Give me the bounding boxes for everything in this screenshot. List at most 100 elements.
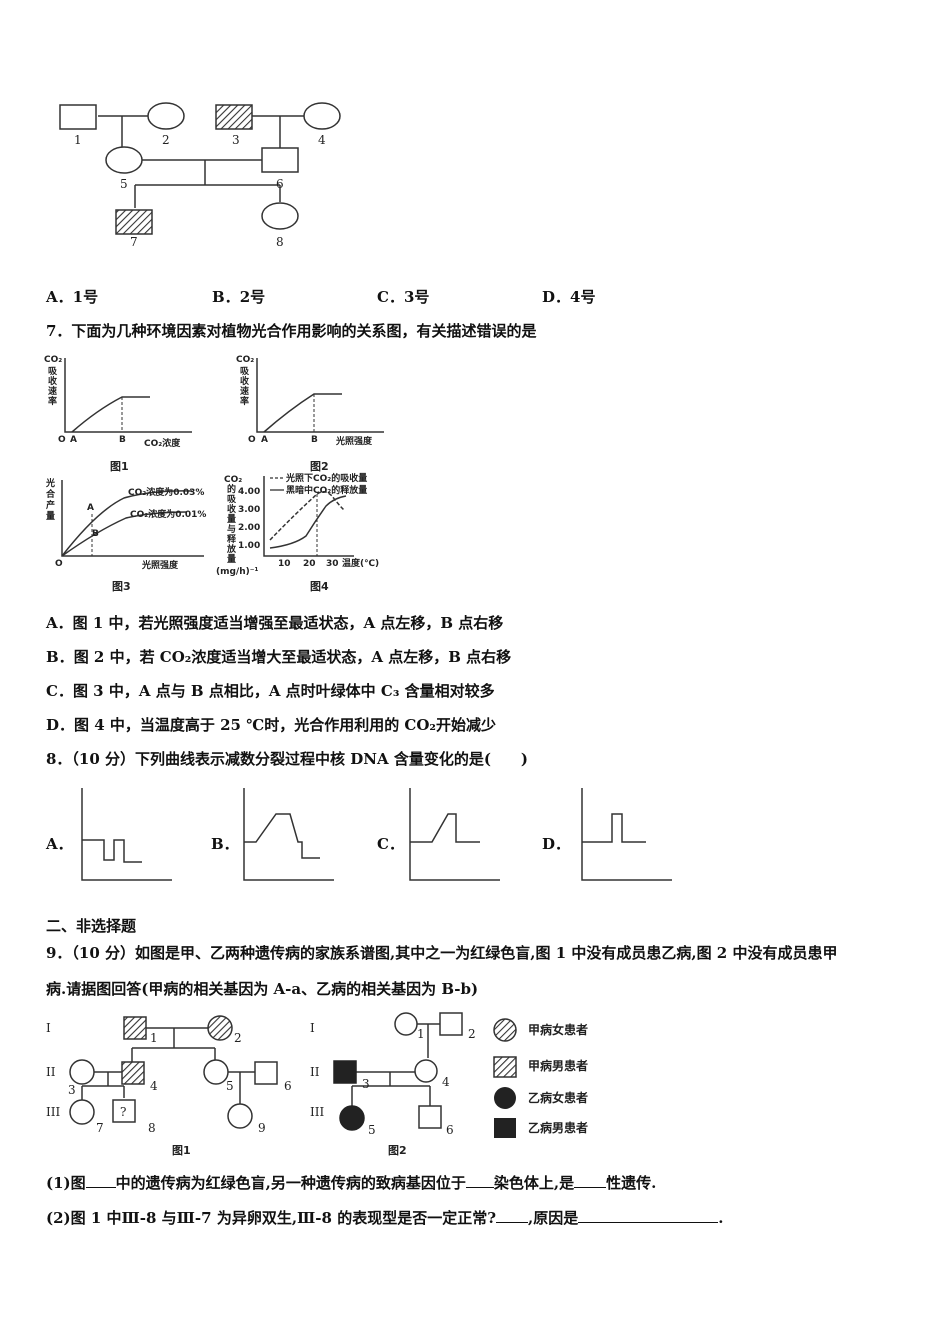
sub2-text: ,原因是 — [527, 1209, 579, 1227]
q9-fig1-caption: 图1 — [172, 1144, 191, 1157]
pedigree-female-5 — [105, 146, 143, 174]
q6-pedigree: 1 2 3 4 5 6 7 8 — [59, 102, 341, 249]
fig2-xlabel: 光照强度 — [335, 435, 373, 447]
q8-graph-d — [581, 788, 672, 881]
option-text: 图 1 中，若光照强度适当增强至最适状态，A 点左移，B 点右移 — [72, 614, 504, 632]
option-text: 1号 — [72, 288, 99, 306]
pedigree-label: 7 — [130, 235, 138, 249]
fig1-ylabel: 率 — [48, 395, 57, 407]
fig3-curve-high — [61, 490, 193, 557]
fig4-dark-curve — [269, 495, 347, 549]
pedigree-affected-male-3 — [215, 104, 253, 130]
fig3-origin: O — [55, 559, 63, 569]
fig4-ylabel: 放 — [226, 543, 237, 555]
pedigree-female-8 — [261, 202, 299, 230]
q7-option-c[interactable]: C．图 3 中，A 点与 B 点相比，A 点时叶绿体中 C₃ 含量相对较多 — [46, 680, 495, 701]
q7-figure-2: CO₂ 吸 收 速 率 O A B 光照强度 图2 — [236, 355, 384, 473]
fig3-series-2: CO₂浓度为0.01% — [130, 508, 206, 520]
fig4-legend-2: 黑暗中CO₂的释放量 — [286, 484, 367, 496]
fig2-ylabel: 收 — [240, 375, 249, 387]
q7-figure-1: CO₂ 吸 收 速 率 O A B CO₂浓度 图1 — [44, 355, 192, 473]
section-heading: 二、非选择题 — [46, 917, 137, 935]
sub1-text: 性遗传. — [606, 1174, 657, 1192]
option-letter: B． — [46, 648, 74, 666]
fig1-I-2-affected-female — [207, 1015, 233, 1041]
fig4-ylabel: 的 — [227, 483, 236, 495]
q8-option-a[interactable]: A． — [46, 835, 73, 853]
fig2-II-3-affected-male — [333, 1060, 357, 1084]
fig2-I-2-male — [439, 1012, 463, 1036]
q6-option-c[interactable]: C．3号 — [377, 286, 429, 307]
legend-affected-female-b-icon — [494, 1087, 516, 1109]
sub2-text: (2)图 1 中Ⅲ-8 与Ⅲ-7 为异卵双生,Ⅲ-8 的表现型是否一定正常? — [46, 1209, 496, 1227]
fig3-xlabel: 光照强度 — [141, 559, 179, 571]
fig4-ylabel: 释 — [227, 533, 237, 545]
answer-blank[interactable] — [465, 1172, 494, 1188]
fig2-I-1-female — [394, 1012, 418, 1036]
fig4-light-curve — [269, 491, 345, 541]
pedigree-label: 6 — [446, 1123, 454, 1137]
fig3-point-b: B — [92, 529, 99, 539]
sub1-text: 中的遗传病为红绿色盲,另一种遗传病的致病基因位于 — [115, 1174, 466, 1192]
pedigree-label: 3 — [232, 133, 240, 147]
fig2-III-6-male — [418, 1105, 442, 1129]
sub1-text: 染色体上,是 — [493, 1174, 575, 1192]
q8-option-c[interactable]: C． — [377, 835, 404, 853]
q7-option-d[interactable]: D．图 4 中，当温度高于 25 ℃时，光合作用利用的 CO₂开始减少 — [46, 714, 496, 735]
answer-blank[interactable] — [574, 1172, 607, 1188]
fig1-xlabel: CO₂浓度 — [144, 437, 181, 449]
fig2-caption: 图2 — [310, 460, 329, 473]
fig2-point-a: A — [261, 435, 268, 445]
fig1-II-6-male — [254, 1061, 278, 1085]
q8-option-b[interactable]: B． — [211, 835, 239, 853]
option-text: 图 2 中，若 CO₂浓度适当增大至最适状态，A 点左移，B 点右移 — [73, 648, 512, 666]
q7-option-b[interactable]: B．图 2 中，若 CO₂浓度适当增大至最适状态，A 点左移，B 点右移 — [46, 646, 511, 667]
answer-blank[interactable] — [85, 1172, 116, 1188]
fig1-I-1-affected-male — [123, 1016, 147, 1040]
fig1-III-9-female — [227, 1103, 253, 1129]
pedigree-label: 4 — [150, 1079, 158, 1093]
answer-blank[interactable] — [578, 1207, 719, 1223]
fig1-II-4-affected-male — [121, 1061, 145, 1085]
fig2-curve — [263, 393, 342, 433]
pedigree-label: 8 — [148, 1121, 156, 1135]
pedigree-label: 3 — [362, 1077, 370, 1091]
q8-option-d[interactable]: D． — [542, 835, 571, 853]
pedigree-label: 1 — [74, 133, 82, 147]
fig3-series-1: CO₂浓度为0.03% — [128, 486, 204, 498]
fig4-xtick: 10 — [278, 559, 291, 569]
option-text: 图 4 中，当温度高于 25 ℃时，光合作用利用的 CO₂开始减少 — [74, 716, 496, 734]
pedigree-male-6 — [261, 147, 299, 173]
pedigree-female-4 — [303, 102, 341, 130]
legend-label: 乙病女患者 — [528, 1090, 588, 1105]
fig1-III-8-unknown-male — [112, 1099, 136, 1123]
fig4-ytick: 3.00 — [238, 505, 260, 515]
answer-blank[interactable] — [495, 1207, 528, 1223]
fig4-caption: 图4 — [310, 580, 329, 593]
sub1-text: (1)图 — [46, 1174, 86, 1192]
option-letter: A． — [46, 288, 73, 306]
fig1-ylabel: 收 — [48, 375, 57, 387]
legend-affected-male-a-icon — [493, 1056, 517, 1078]
pedigree-label: 5 — [226, 1079, 234, 1093]
q6-option-b[interactable]: B．2号 — [212, 286, 265, 307]
legend-label: 乙病男患者 — [528, 1120, 588, 1135]
option-text: 4号 — [570, 288, 596, 306]
option-letter: D． — [542, 288, 571, 306]
option-text: 3号 — [403, 288, 430, 306]
q7-option-a[interactable]: A．图 1 中，若光照强度适当增强至最适状态，A 点左移，B 点右移 — [46, 612, 503, 633]
q9-stem-line-2: 病.请据图回答(甲病的相关基因为 A-a、乙病的相关基因为 B-b) — [46, 980, 479, 998]
fig1-curve — [71, 396, 150, 433]
legend-affected-female-a-icon — [493, 1018, 517, 1042]
q6-option-a[interactable]: A．1号 — [46, 286, 98, 307]
pedigree-label: 3 — [68, 1083, 76, 1097]
generation-label: I — [46, 1021, 51, 1035]
q7-stem: 7．下面为几种环境因素对植物光合作用影响的关系图，有关描述错误的是 — [46, 322, 537, 340]
fig2-III-5-affected-female — [339, 1105, 365, 1131]
q9-stem-line-1: 9．（10 分）如图是甲、乙两种遗传病的家族系谱图,其中之一为红绿色盲,图 1 … — [46, 944, 838, 962]
q6-option-d[interactable]: D．4号 — [542, 286, 595, 307]
fig4-legend-1: 光照下CO₂的吸收量 — [285, 472, 367, 484]
fig4-xtick: 20 — [303, 559, 316, 569]
pedigree-label: 5 — [368, 1123, 376, 1137]
fig2-ylabel: 吸 — [240, 366, 250, 377]
